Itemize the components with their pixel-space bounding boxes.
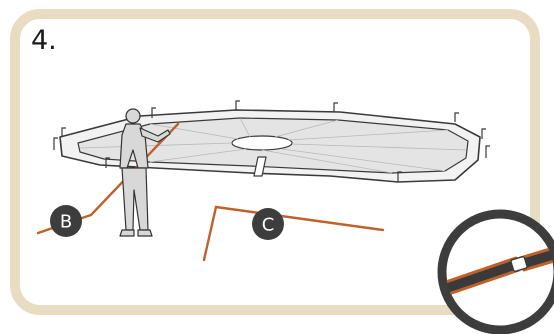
- clip: [481, 128, 486, 139]
- tent-seams: [79, 117, 467, 174]
- clip: [235, 100, 240, 110]
- badge-c: C: [252, 208, 284, 240]
- badge-b-label: B: [60, 212, 72, 233]
- person-figure: [119, 108, 171, 237]
- tent-body: [59, 109, 481, 183]
- person-arm: [139, 127, 171, 143]
- clip: [333, 102, 338, 112]
- pole-c: [202, 205, 385, 262]
- clip: [61, 127, 66, 136]
- tent-hub: [231, 135, 293, 151]
- clip: [53, 137, 58, 150]
- tent-clips: [53, 100, 490, 182]
- clip: [397, 171, 402, 182]
- badge-c-label: C: [262, 215, 275, 236]
- pole-joint-zoom: [437, 209, 554, 334]
- clip: [454, 112, 459, 122]
- badge-b: B: [50, 205, 82, 237]
- pole-connector: [510, 256, 528, 272]
- person-legs: [121, 167, 149, 231]
- clip: [485, 145, 490, 158]
- hub-strap: [253, 156, 267, 177]
- step-number: 4.: [31, 25, 57, 56]
- clip: [105, 157, 110, 168]
- person-feet: [119, 229, 153, 237]
- clip: [151, 107, 156, 118]
- person-head: [125, 108, 141, 124]
